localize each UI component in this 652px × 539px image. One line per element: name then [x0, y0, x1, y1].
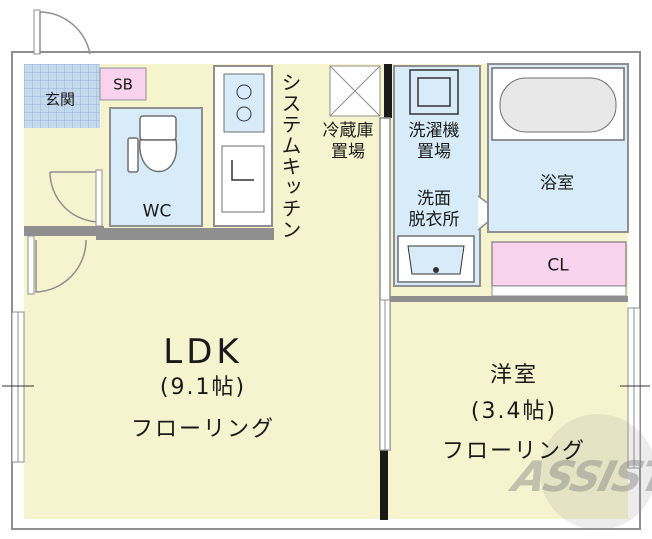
- watermark-emblem: [540, 414, 652, 530]
- entrance-door: [33, 9, 91, 55]
- shoe-box: [99, 67, 147, 101]
- fridge-label-line2: 置場: [331, 142, 365, 162]
- entrance-floor: [24, 64, 100, 128]
- toilet-fixture: [127, 115, 178, 173]
- room-label-fridge: 冷蔵庫 置場: [323, 121, 374, 164]
- wall-dark-1: [384, 64, 392, 118]
- room-label-western-size: (3.4帖): [470, 399, 558, 424]
- washer-pan: [409, 69, 459, 115]
- closet-rail: [491, 285, 627, 297]
- bathtub: [491, 67, 625, 141]
- window-right: [620, 307, 650, 469]
- closet: [491, 241, 627, 287]
- room-label-ldk-size: (9.1帖): [159, 375, 247, 400]
- room-label-washroom: 洗面 脱衣所: [409, 189, 460, 232]
- kitchen-counter: [213, 65, 273, 227]
- washroom-label-line2: 脱衣所: [408, 210, 460, 230]
- entry-partition: [24, 226, 104, 236]
- kitchen-partition: [96, 228, 274, 240]
- room-label-kitchen: システムキッチン: [278, 72, 302, 240]
- room-label-washer: 洗濯機 置場: [409, 121, 460, 164]
- washer-label-line1: 洗濯機: [408, 120, 460, 141]
- watermark-text: ASSIST: [507, 452, 652, 501]
- room-label-sb: SB: [113, 75, 133, 94]
- fridge-label-line1: 冷蔵庫: [322, 120, 374, 141]
- room-label-genkan: 玄関: [44, 90, 76, 109]
- fridge-space: [329, 65, 381, 117]
- ldk-door: [27, 235, 87, 295]
- wall-dark-2: [380, 450, 388, 520]
- room-label-wc: WC: [142, 201, 172, 222]
- washroom-label-line1: 洗面: [417, 188, 451, 209]
- sliding-door: [379, 299, 391, 451]
- room-label-ldk-name: LDK: [163, 332, 243, 372]
- room-label-cl: CL: [547, 255, 569, 276]
- room-label-western-floor: フローリング: [441, 439, 587, 464]
- washer-label-line2: 置場: [417, 142, 451, 162]
- western-top-wall: [390, 296, 628, 302]
- window-left: [2, 311, 34, 463]
- sink-vanity: [397, 235, 475, 283]
- room-label-ldk-floor: フローリング: [130, 417, 276, 442]
- room-label-western-name: 洋室: [489, 363, 539, 388]
- room-label-bath: 浴室: [540, 173, 574, 194]
